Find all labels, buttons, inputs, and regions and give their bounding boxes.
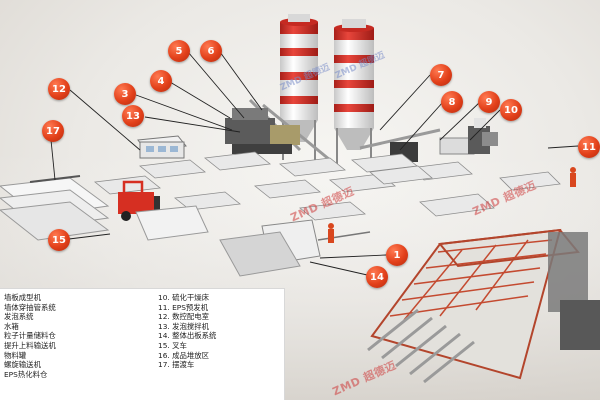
curing-racks <box>94 151 561 221</box>
equipment-legend: 墙板成型机墙体穿抽管系统发泡系统水箱粒子计量储料仓提升上料输送机物料罐螺旋输送机… <box>0 288 285 400</box>
control-room <box>137 135 187 159</box>
legend-item: 12. 数控配电室 <box>158 312 210 322</box>
callout-10: 10 <box>500 99 522 121</box>
legend-item: 14. 整体出板系统 <box>158 331 217 341</box>
callout-12: 12 <box>48 78 70 100</box>
panel-forming-machine <box>367 228 600 384</box>
callout-9: 9 <box>478 91 500 113</box>
callout-1: 1 <box>386 244 408 266</box>
callout-13: 13 <box>122 105 144 127</box>
legend-item: 11. EPS预发机 <box>158 302 209 312</box>
legend-item: 物料罐 <box>4 350 27 360</box>
legend-item: 水箱 <box>4 321 19 331</box>
legend-item: EPS热化料仓 <box>4 369 48 379</box>
legend-item: 提升上料输送机 <box>4 340 56 350</box>
legend-item: 粒子计量储料仓 <box>4 331 56 341</box>
legend-item: 16. 成品堆放区 <box>158 350 210 360</box>
legend-item: 15. 叉车 <box>158 340 187 350</box>
legend-item: 墙体穿抽管系统 <box>4 302 56 312</box>
forklift <box>118 180 209 241</box>
silo-right <box>334 19 374 168</box>
callout-11: 11 <box>578 136 600 158</box>
legend-left-column: 墙板成型机墙体穿抽管系统发泡系统水箱粒子计量储料仓提升上料输送机物料罐螺旋输送机… <box>4 293 56 379</box>
callout-14: 14 <box>366 266 388 288</box>
demold-system <box>219 219 371 277</box>
legend-item: 17. 摆渡车 <box>158 360 195 370</box>
legend-item: 发泡系统 <box>4 312 34 322</box>
callout-8: 8 <box>441 91 463 113</box>
worker-figures <box>328 167 576 243</box>
finished-panels-stack <box>0 175 110 241</box>
callout-5: 5 <box>168 40 190 62</box>
callout-3: 3 <box>114 83 136 105</box>
legend-item: 13. 发泡搅拌机 <box>158 321 210 331</box>
legend-item: 10. 硫化干燥床 <box>158 293 210 302</box>
callout-15: 15 <box>48 229 70 251</box>
callout-7: 7 <box>430 64 452 86</box>
legend-item: 墙板成型机 <box>4 293 41 302</box>
eps-pre-expander <box>390 118 498 162</box>
callout-17: 17 <box>42 120 64 142</box>
callout-6: 6 <box>200 40 222 62</box>
legend-item: 螺旋输送机 <box>4 360 41 370</box>
callout-4: 4 <box>150 70 172 92</box>
